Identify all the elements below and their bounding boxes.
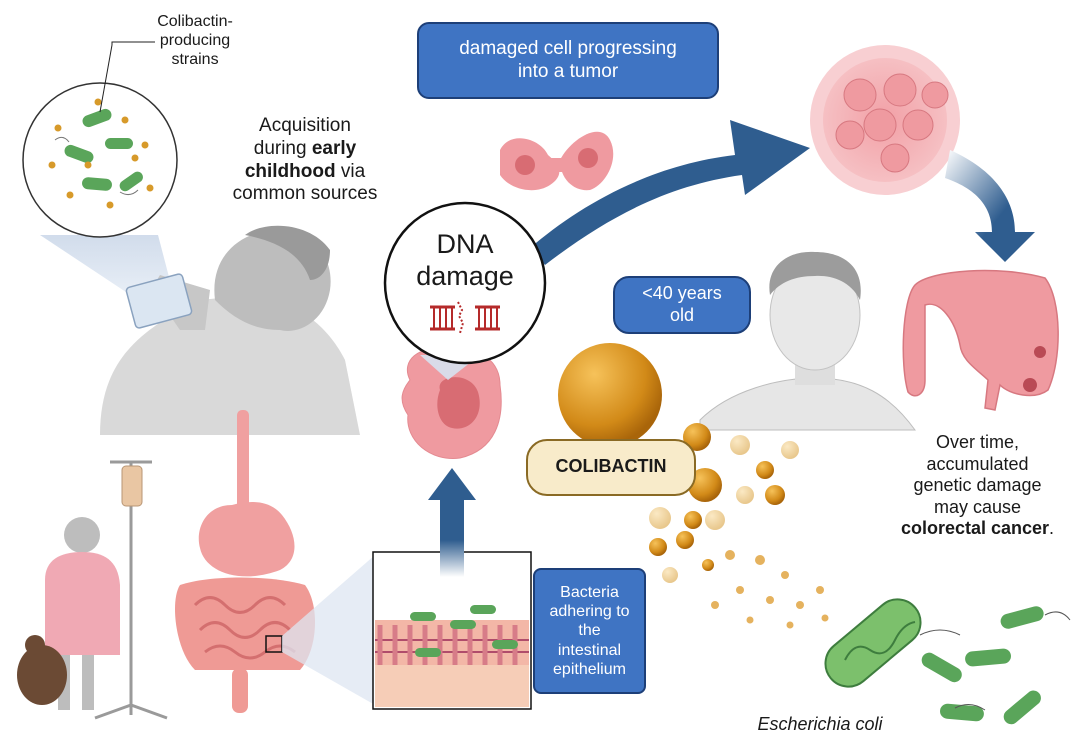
dividing-cell-illustration [500, 131, 614, 191]
epithelium-inset [372, 551, 532, 710]
ecoli-illustration [824, 598, 1071, 725]
magnified-bacteria-icon [48, 98, 154, 209]
digestive-tract-illustration [175, 410, 375, 713]
young-man-illustration [699, 251, 916, 431]
acquisition-line-4: common sources [232, 183, 378, 205]
colibactin-particles [558, 343, 829, 629]
acquisition-line-1: Acquisition [259, 115, 351, 136]
tumor-illustration [810, 45, 960, 195]
colibactin-label: COLIBACTIN [555, 456, 667, 476]
bacteria-adhering-box: Bacteria adhering to the intestinal epit… [533, 568, 646, 694]
early-emphasis: early [311, 137, 357, 159]
overtime-line-3: genetic damage [913, 475, 1042, 496]
overtime-text: Over time, accumulated genetic damage ma… [880, 432, 1075, 540]
damage-word: damage [416, 261, 514, 292]
tumor-progression-box: damaged cell progressing into a tumor [417, 22, 719, 99]
childhood-emphasis: childhood [244, 160, 336, 182]
progression-arrow [530, 120, 810, 265]
colorectal-cancer-emphasis: colorectal cancer [900, 518, 1050, 539]
age-box: <40 years old [613, 276, 751, 334]
ecoli-label: Escherichia coli [757, 714, 883, 734]
drinking-person-illustration [100, 225, 360, 435]
acquisition-line-3: childhood via [244, 160, 366, 182]
overtime-line-1: Over time, [935, 432, 1019, 452]
dna-word: DNA [436, 229, 494, 259]
curved-arrow [945, 150, 1035, 262]
overtime-line-4: may cause [933, 496, 1022, 517]
up-arrow [428, 468, 476, 577]
dna-damage-label: DNA damage [395, 228, 535, 293]
strains-label: Colibactin- producing strains [157, 13, 233, 69]
acquisition-text: Acquisition during early childhood via c… [205, 115, 405, 206]
colibactin-pill [526, 439, 696, 496]
dna-damage-circle [383, 201, 547, 365]
bacteria-magnifier [22, 41, 178, 300]
broken-dna-icon [430, 301, 500, 334]
acquisition-line-2: during early [253, 137, 357, 159]
overtime-line-5: colorectal cancer. [900, 518, 1055, 539]
overtime-line-2: accumulated [926, 453, 1029, 474]
damaged-cell-illustration [401, 348, 502, 459]
colon-illustration [902, 269, 1059, 411]
child-patient-illustration [17, 460, 168, 720]
